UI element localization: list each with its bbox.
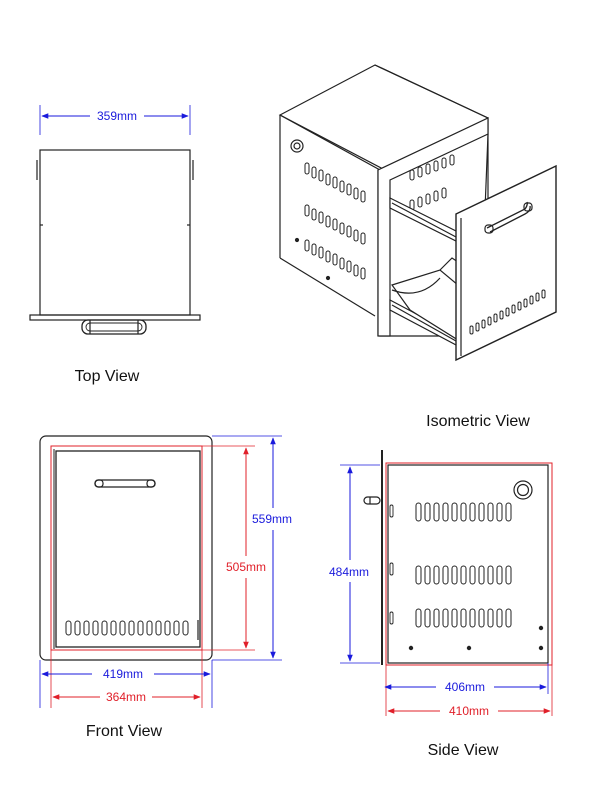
side-view-title: Side View: [428, 742, 499, 759]
isometric-view-title: Isometric View: [426, 413, 530, 430]
front-outer-width-label: 419mm: [103, 667, 143, 681]
side-depth-inner-label: 406mm: [445, 680, 485, 694]
top-view-drawing: [29, 105, 201, 335]
isometric-view-drawing: [278, 64, 557, 362]
top-view-title: Top View: [75, 368, 140, 385]
side-height-label: 484mm: [329, 565, 369, 579]
side-view-drawing: [340, 450, 553, 716]
front-inner-height-label: 505mm: [226, 560, 266, 574]
top-width-dimension-label: 359mm: [97, 109, 137, 123]
front-view-drawing: [39, 435, 282, 708]
front-outer-height-label: 559mm: [252, 512, 292, 526]
front-view-title: Front View: [86, 723, 163, 740]
side-depth-outer-label: 410mm: [449, 704, 489, 718]
front-inner-width-label: 364mm: [106, 690, 146, 704]
